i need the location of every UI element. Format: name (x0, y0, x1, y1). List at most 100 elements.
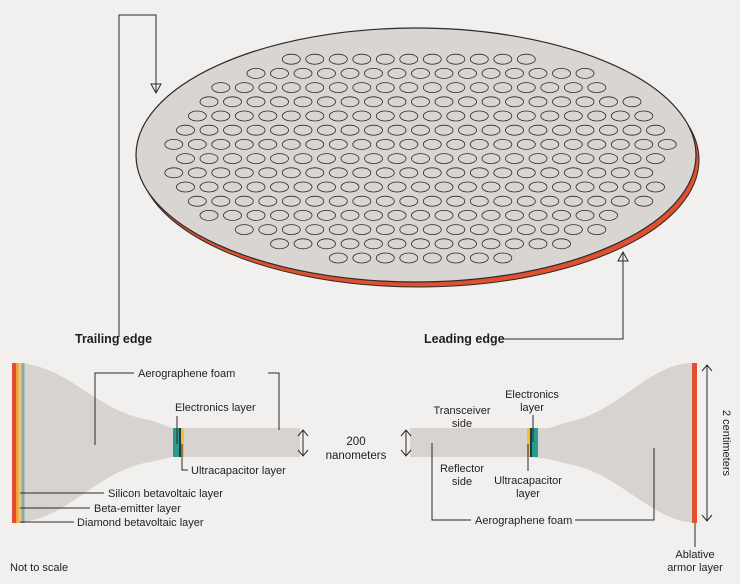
sail-hole (469, 82, 489, 93)
sail-hole (599, 124, 618, 136)
sail-hole (352, 224, 372, 236)
sail-hole (458, 209, 477, 221)
ablative-label-1: Ablative (675, 549, 714, 561)
sail-hole (411, 153, 430, 165)
sail-hole (399, 110, 419, 122)
sail-hole (187, 110, 207, 122)
sail-hole (516, 82, 536, 93)
sail-hole (458, 153, 477, 165)
sail-hole (364, 209, 383, 221)
sail-hole (493, 138, 513, 150)
sail-hole (258, 138, 278, 150)
ultracap-label-right-1: Ultracapacitor (494, 475, 562, 487)
sail-hole (599, 209, 618, 221)
sail-hole (493, 252, 513, 264)
sail-hole (305, 195, 325, 207)
electronics-stripe-left (173, 428, 179, 457)
sail-hole (375, 252, 395, 264)
sail-hole (317, 181, 336, 193)
sail-hole (634, 110, 654, 122)
transceiver-label-2: side (452, 418, 472, 430)
sail-hole (528, 153, 548, 165)
sail-hole (540, 167, 560, 179)
sail-hole (469, 110, 489, 122)
sail-hole (340, 96, 360, 108)
diamond-label: Diamond betavoltaic layer (77, 517, 204, 529)
footnote-not-to-scale: Not to scale (10, 562, 68, 574)
sail-hole (340, 68, 360, 79)
sail-hole (634, 195, 654, 207)
sail-hole (234, 224, 254, 236)
sail-hole (281, 167, 301, 179)
sail-hole (575, 181, 595, 193)
sail-hole (364, 181, 383, 193)
sail-hole (375, 138, 395, 150)
leading-edge-label: Leading edge (424, 332, 505, 346)
sail-hole (352, 195, 372, 207)
sail-hole (622, 153, 642, 165)
sail-hole (293, 238, 313, 250)
sail-hole (281, 110, 301, 122)
sail-hole (234, 138, 254, 150)
sail-hole (411, 181, 430, 193)
electronics-dark-right (530, 428, 532, 457)
sail-hole (270, 96, 289, 108)
sail-hole (563, 138, 583, 150)
sail-hole (446, 252, 466, 264)
transceiver-label-1: Transceiver (433, 405, 490, 417)
sail-hole (610, 110, 630, 122)
sail-hole (528, 181, 548, 193)
sail-hole (211, 138, 231, 150)
sail-hole (328, 252, 348, 264)
sail-hole (223, 124, 242, 136)
sail-hole (422, 195, 442, 207)
sail-hole (505, 96, 524, 108)
sail-hole (246, 68, 266, 79)
electronics-label-right-2: layer (520, 402, 544, 414)
sail-disc (135, 27, 700, 288)
sail-hole (493, 110, 513, 122)
sail-hole (505, 209, 524, 221)
electronics-label-left: Electronics layer (175, 402, 256, 414)
sail-hole (281, 224, 301, 236)
sail-hole (270, 181, 289, 193)
sail-hole (540, 110, 560, 122)
sail-hole (246, 181, 266, 193)
sail-hole (505, 181, 524, 193)
sail-hole (375, 224, 395, 236)
aerographene-label-left: Aerographene foam (138, 368, 235, 380)
sail-hole (305, 53, 325, 65)
sail-hole (481, 238, 501, 250)
sail-hole (587, 138, 607, 150)
sail-hole (364, 153, 383, 165)
sail-hole (610, 167, 630, 179)
sail-hole (458, 238, 477, 250)
sail-hole (458, 96, 477, 108)
sail-hole (563, 110, 583, 122)
sail-hole (223, 153, 242, 165)
sail-hole (563, 195, 583, 207)
sail-hole (328, 167, 348, 179)
sail-hole (646, 124, 665, 136)
sail-hole (646, 181, 665, 193)
sail-hole (516, 110, 536, 122)
sail-hole (317, 209, 336, 221)
sail-hole (622, 96, 642, 108)
sail-hole (176, 124, 195, 136)
sail-hole (434, 124, 454, 136)
sail-hole (528, 209, 548, 221)
sail-hole (434, 209, 454, 221)
sail-hole (258, 110, 278, 122)
sail-hole (328, 53, 348, 65)
sail-hole (305, 110, 325, 122)
sail-hole (434, 153, 454, 165)
sail-hole (481, 68, 501, 79)
sail-hole (422, 53, 442, 65)
sail-hole (387, 153, 407, 165)
sail-hole (246, 209, 266, 221)
sail-hole (552, 238, 571, 250)
sail-hole (552, 181, 571, 193)
sail-hole (505, 238, 524, 250)
sail-holes (164, 53, 677, 264)
sail-hole (211, 110, 231, 122)
